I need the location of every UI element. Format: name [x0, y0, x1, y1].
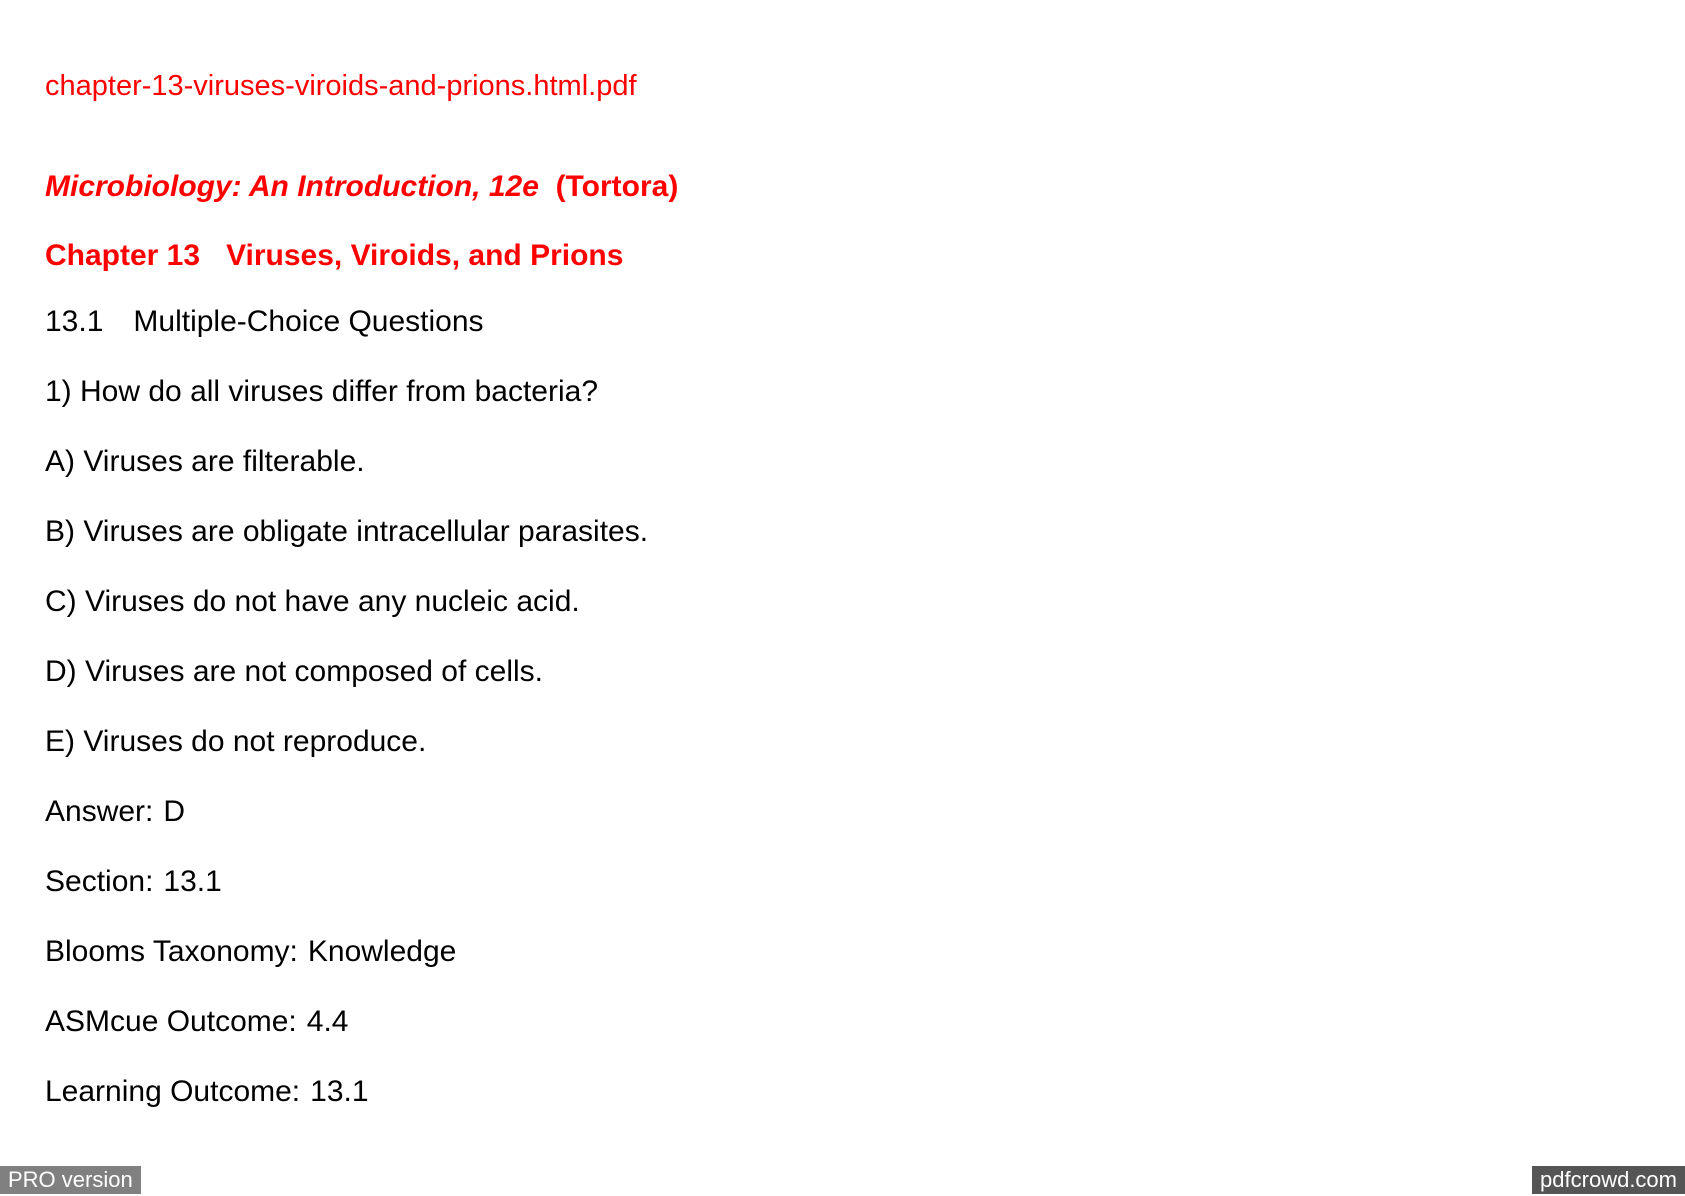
option-b: B) Viruses are obligate intracellular pa… — [45, 515, 649, 548]
blooms-value: Knowledge — [307, 935, 457, 968]
question-text: 1) How do all viruses differ from bacter… — [45, 375, 599, 408]
learning-outcome-line: Learning Outcome: 13.1 — [45, 1077, 369, 1107]
asmcue-value: 4.4 — [306, 1005, 349, 1038]
section-name: Multiple-Choice Questions — [133, 305, 484, 338]
asmcue-line: ASMcue Outcome: 4.4 — [45, 1007, 348, 1037]
pdfcrowd-badge[interactable]: pdfcrowd.com — [1532, 1166, 1685, 1194]
answer-line: Answer: D — [45, 797, 185, 827]
learning-outcome-label: Learning Outcome: — [45, 1075, 301, 1108]
learning-outcome-value: 13.1 — [310, 1075, 369, 1108]
section-line: Section: 13.1 — [45, 867, 222, 897]
chapter-title: Chapter 13 Viruses, Viroids, and Prions — [45, 241, 623, 271]
option-a: A) Viruses are filterable. — [45, 445, 365, 478]
asmcue-label: ASMcue Outcome: — [45, 1005, 297, 1038]
book-title-name: Microbiology: An Introduction, 12e — [45, 170, 539, 203]
option-e: E) Viruses do not reproduce. — [45, 725, 427, 758]
book-title: Microbiology: An Introduction, 12e (Tort… — [45, 172, 678, 202]
section-label: Section: — [45, 865, 154, 898]
chapter-name: Viruses, Viroids, and Prions — [226, 239, 624, 272]
section-value: 13.1 — [163, 865, 222, 898]
document-filename: chapter-13-viruses-viroids-and-prions.ht… — [45, 70, 637, 102]
option-d: D) Viruses are not composed of cells. — [45, 655, 544, 688]
pro-version-badge[interactable]: PRO version — [0, 1166, 141, 1194]
answer-value: D — [163, 795, 186, 828]
section-number: 13.1 — [45, 305, 104, 338]
chapter-number: Chapter 13 — [45, 239, 201, 272]
section-heading: 13.1 Multiple-Choice Questions — [45, 307, 484, 337]
book-title-author: (Tortora) — [555, 170, 679, 203]
blooms-line: Blooms Taxonomy: Knowledge — [45, 937, 456, 967]
blooms-label: Blooms Taxonomy: — [45, 935, 298, 968]
option-c: C) Viruses do not have any nucleic acid. — [45, 585, 580, 618]
answer-label: Answer: — [45, 795, 154, 828]
